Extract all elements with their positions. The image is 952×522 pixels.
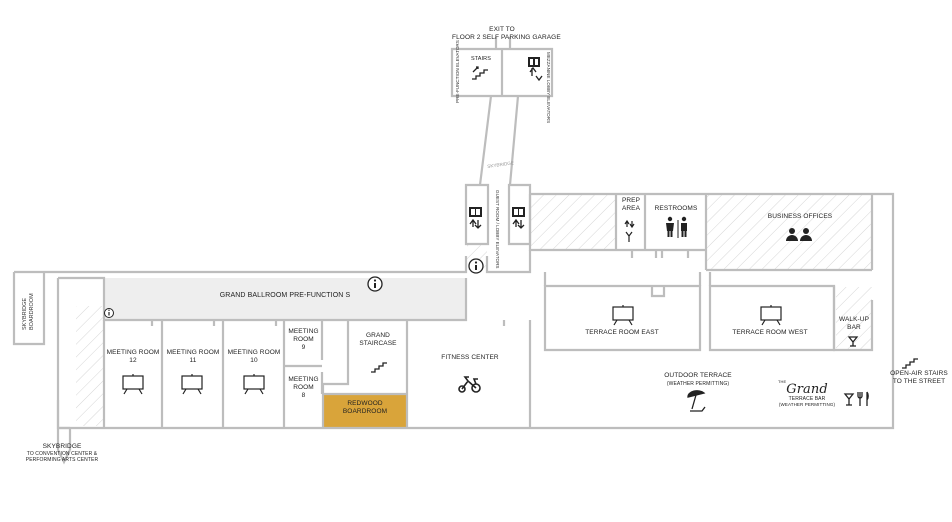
- hatched-area-left: [76, 306, 104, 426]
- bar-glass-icon: [847, 336, 859, 347]
- elevator-icon: [528, 57, 543, 82]
- projector-screen-icon: [760, 305, 782, 326]
- terrace-room-west-label: TERRACE ROOM WEST: [732, 329, 808, 336]
- information-icon: [367, 276, 383, 292]
- hatched-area-offices: [706, 195, 872, 270]
- hatched-area-prep: [530, 195, 616, 250]
- cutlery-icon: [857, 391, 869, 406]
- restroom-icon: [666, 216, 687, 238]
- hatched-area-bar: [836, 287, 872, 349]
- grand-terrace-bar-logo: THE Grand TERRACE BAR (WEATHER PERMITTIN…: [778, 379, 836, 408]
- people-icon: [786, 228, 812, 241]
- business-offices-label: BUSINESS OFFICES: [767, 213, 833, 220]
- prefunction-area: [104, 278, 466, 320]
- elevator-icon: [469, 207, 482, 229]
- cocktail-icon: [843, 393, 855, 406]
- mezzanine-elevators-label: MEZZANINE LOBBY ELEVATORS: [546, 52, 551, 124]
- information-icon: [104, 308, 114, 318]
- up-down-arrows-icon: [624, 219, 635, 242]
- open-air-stairs-icon: [902, 358, 918, 369]
- restrooms-label: RESTROOMS: [654, 205, 698, 212]
- walls: [12, 37, 895, 465]
- pre-function-elevators-label: PRE-FUNCTION ELEVATORS: [455, 40, 460, 103]
- redwood-boardroom-fill: [323, 394, 407, 427]
- elevator-icon: [512, 207, 525, 229]
- projector-screen-icon: [122, 374, 144, 395]
- guest-room-elevators-label: GUEST ROOM / LOBBY ELEVATORS: [495, 190, 500, 269]
- projector-screen-icon: [181, 374, 203, 395]
- outdoor-terrace-label: OUTDOOR TERRACE(WEATHER PERMITTING): [664, 372, 732, 387]
- projector-screen-icon: [243, 374, 265, 395]
- stairs-top-label: STAIRS: [470, 56, 492, 62]
- fitness-center-label: FITNESS CENTER: [441, 354, 499, 361]
- exercise-bike-icon: [458, 376, 481, 393]
- terrace-room-east-label: TERRACE ROOM EAST: [585, 329, 659, 336]
- information-icon: [468, 258, 484, 274]
- skybridge-convention-label: SKYBRIDGE TO CONVENTION CENTER & PERFORM…: [25, 443, 99, 463]
- stairs-icon: [472, 69, 488, 80]
- grand-staircase-stairs-icon: [371, 362, 387, 373]
- umbrella-lounge-chair-icon: [687, 390, 706, 412]
- stairs-icon-arrow: [472, 66, 479, 73]
- projector-screen-icon: [612, 305, 634, 326]
- grand-ballroom-prefunction-label: GRAND BALLROOM PRE-FUNCTION S: [219, 292, 351, 299]
